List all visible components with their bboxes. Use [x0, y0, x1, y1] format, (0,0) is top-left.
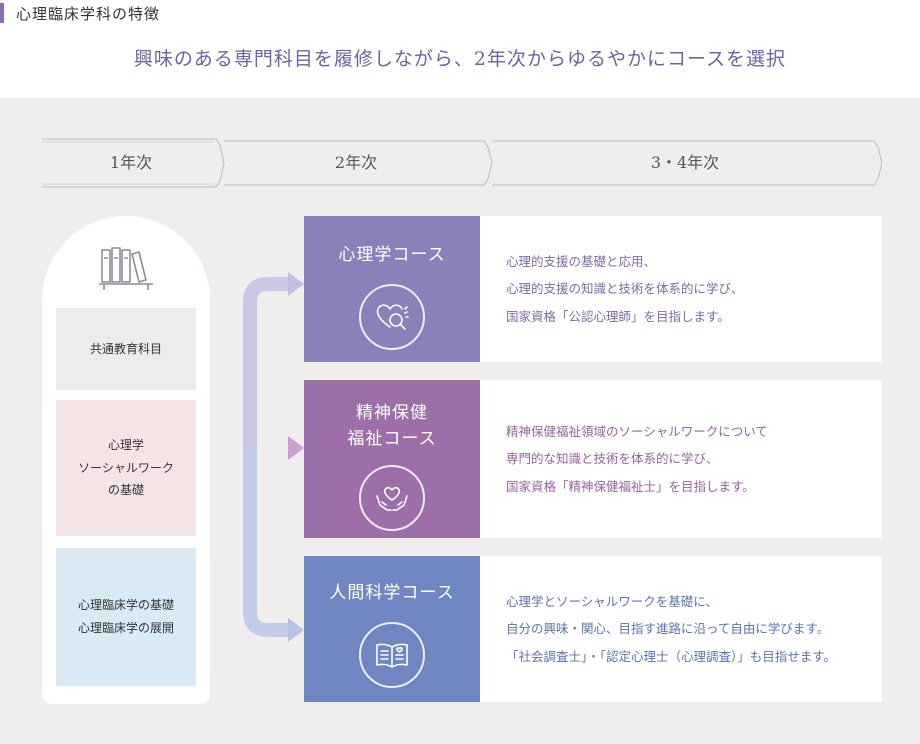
course-description: 心理的支援の基礎と応用、 心理的支援の知識と技術を体系的に学び、 国家資格「公認…	[480, 216, 882, 362]
course-description: 心理学とソーシャルワークを基礎に、 自分の興味・関心、目指す進路に沿って自由に学…	[480, 556, 882, 702]
subject-line: 共通教育科目	[89, 341, 162, 356]
year-label-3-4: 3・4年次	[650, 153, 720, 172]
course-desc-line: 自分の興味・関心、目指す進路に沿って自由に学びます。	[506, 621, 830, 637]
course-name: 福祉コース	[347, 429, 437, 450]
heart-hands-icon	[359, 464, 425, 531]
course-card-mental-health-welfare: 精神保健 福祉コース 精神保健福祉領域のソーシャルワークについて 専門的な知識と…	[304, 380, 882, 538]
course-header: 人間科学コース	[304, 556, 480, 702]
arrowhead-2	[288, 436, 304, 460]
course-desc-line: 国家資格「精神保健福祉士」を目指します。	[506, 478, 755, 494]
subject-box-common: 共通教育科目	[56, 308, 196, 390]
course-desc-line: 心理的支援の基礎と応用、	[506, 253, 657, 269]
subject-line: 心理臨床学の展開	[77, 621, 174, 635]
year-label-2: 2年次	[334, 153, 378, 172]
course-name: 人間科学コース	[329, 583, 455, 603]
arrowhead-1	[288, 272, 304, 296]
course-desc-line: 専門的な知識と技術を体系的に学び、	[506, 451, 719, 467]
page-headline: 興味のある専門科目を履修しながら、2年次からゆるやかにコースを選択	[133, 48, 787, 70]
arrow-to-course-1	[243, 277, 290, 448]
subject-box-clinical: 心理臨床学の基礎 心理臨床学の展開	[56, 548, 196, 686]
open-book-icon	[359, 622, 425, 689]
arrowhead-3	[288, 618, 304, 642]
subject-line: 心理学	[107, 437, 144, 452]
year-label-1: 1年次	[109, 153, 153, 172]
course-desc-line: 精神保健福祉領域のソーシャルワークについて	[506, 423, 768, 439]
course-desc-line: 「社会調査士」・「認定心理士（心理調査）」も目指せます。	[506, 648, 837, 664]
subject-line: ソーシャルワーク	[78, 460, 174, 475]
heading-accent-bar	[0, 3, 4, 23]
course-desc-line: 心理的支援の知識と技術を体系的に学び、	[506, 281, 744, 297]
course-description: 精神保健福祉領域のソーシャルワークについて 専門的な知識と技術を体系的に学び、 …	[480, 380, 882, 538]
year-timeline-frame	[42, 138, 882, 188]
course-header: 心理学コース	[304, 216, 480, 362]
first-year-column: 共通教育科目 心理学 ソーシャルワーク の基礎 心理臨床学の基礎 心理臨床学の展…	[42, 216, 210, 704]
heart-magnifier-icon	[359, 284, 425, 351]
subject-line: 心理臨床学の基礎	[77, 598, 174, 613]
subject-line: の基礎	[107, 483, 144, 498]
books-icon	[99, 247, 153, 290]
course-card-human-science: 人間科学コース 心理学とソーシャルワークを基礎に、 自分の興味・関心、目指す進路…	[304, 556, 882, 702]
section-heading: 心理臨床学科の特徴	[0, 0, 160, 26]
year-timeline: 1年次 2年次 3・4年次	[42, 138, 882, 188]
arrow-to-course-3	[243, 448, 290, 637]
course-card-psychology: 心理学コース 心理的支援の基礎と応用、 心理的支援の知識と技術を体系的に学び、 …	[304, 216, 882, 362]
subject-box-basics: 心理学 ソーシャルワーク の基礎	[56, 400, 196, 536]
section-title: 心理臨床学科の特徴	[16, 4, 161, 23]
course-name: 精神保健	[356, 403, 428, 423]
course-desc-line: 国家資格「公認心理師」を目指します。	[506, 308, 730, 324]
course-name: 心理学コース	[338, 245, 446, 265]
course-header: 精神保健 福祉コース	[304, 380, 480, 538]
course-desc-line: 心理学とソーシャルワークを基礎に、	[506, 593, 718, 609]
